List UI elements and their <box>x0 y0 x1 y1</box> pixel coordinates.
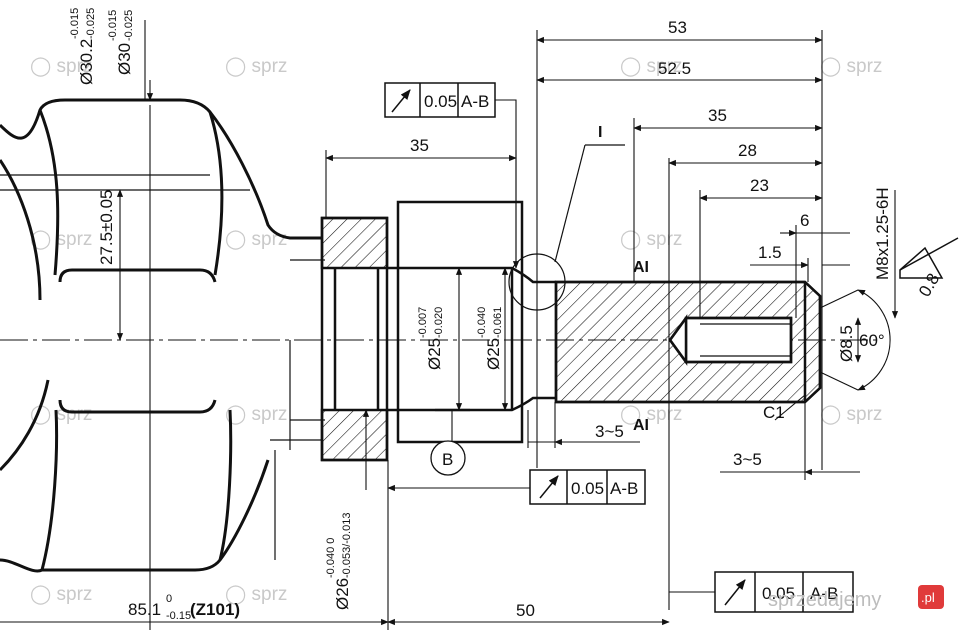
tol-value-middle: 0.05 <box>571 479 604 498</box>
svg-text:Ø25: Ø25 <box>484 338 503 370</box>
svg-text:-0.015: -0.015 <box>107 10 119 41</box>
shaft-section <box>554 280 822 404</box>
svg-text:-0.020: -0.020 <box>433 307 445 338</box>
dim-35-mid: 35 <box>410 136 429 155</box>
thread-spec: M8x1.25-6H <box>873 187 892 280</box>
crank-inner-lines <box>0 174 325 560</box>
extension-lines <box>144 20 823 630</box>
svg-text:◯ sprz: ◯ sprz <box>225 56 287 77</box>
svg-text:Ø26: Ø26 <box>333 578 352 610</box>
dim-53: 53 <box>668 18 687 37</box>
dimension-lines <box>0 36 860 626</box>
svg-text:Ø8.5: Ø8.5 <box>837 325 856 362</box>
svg-text:(Z101): (Z101) <box>190 600 240 619</box>
crank-web <box>0 98 322 573</box>
svg-text:◯ sprz: ◯ sprz <box>225 229 287 250</box>
tolerance-frame-top: 0.05 A-B <box>384 82 520 269</box>
svg-text:.pl: .pl <box>921 590 935 605</box>
dia-25-a: Ø25 -0.007 -0.020 <box>417 307 445 370</box>
svg-text:27.5±0.05: 27.5±0.05 <box>97 189 116 265</box>
svg-text:Ø25: Ø25 <box>425 338 444 370</box>
dim-35-right: 35 <box>708 106 727 125</box>
watermark-brand: sprzedajemy .pl <box>768 585 944 611</box>
tolerance-frame-bottom: 0.05 A-B <box>669 571 854 613</box>
chamfer-label: C1 <box>763 403 785 422</box>
main-journal <box>387 200 556 444</box>
dim-6: 6 <box>800 211 809 230</box>
dim-50: 50 <box>516 601 535 620</box>
svg-text:-0.007: -0.007 <box>417 307 429 338</box>
section-mark-bottom: AI <box>633 417 649 434</box>
svg-text:-0.061: -0.061 <box>492 307 504 338</box>
tol-value-top: 0.05 <box>424 92 457 111</box>
svg-text:-0.15: -0.15 <box>166 610 191 622</box>
svg-text:◯ sprz: ◯ sprz <box>30 404 92 425</box>
angle-label: 60° <box>859 331 885 350</box>
dia-8-5: Ø8.5 <box>837 325 856 362</box>
svg-text:◯ sprz: ◯ sprz <box>225 404 287 425</box>
dia-25-b: Ø25 -0.040 -0.061 <box>476 307 504 370</box>
section-mark-top: AI <box>633 259 649 276</box>
svg-text:0: 0 <box>166 593 172 605</box>
svg-text:◯ sprz: ◯ sprz <box>820 56 882 77</box>
svg-text:85.1: 85.1 <box>128 600 161 619</box>
dim-28: 28 <box>738 141 757 160</box>
svg-text:◯ sprz: ◯ sprz <box>30 56 92 77</box>
svg-text:-0.040: -0.040 <box>476 307 488 338</box>
diameter-lines <box>116 80 899 490</box>
tol-datum-bottom: A-B <box>810 584 838 603</box>
dia-30: Ø30 -0.015 -0.025 <box>107 10 135 75</box>
datum-b-circle <box>430 440 466 476</box>
svg-text:Ø30: Ø30 <box>115 43 134 75</box>
total-length: 85.1 0 -0.15 (Z101) <box>128 593 240 622</box>
svg-text:-0.040 0: -0.040 0 <box>325 538 337 578</box>
dim-23: 23 <box>750 176 769 195</box>
dia-26: Ø26 -0.040 0 -0.053/-0.013 <box>325 513 353 610</box>
svg-text:◯ sprz: ◯ sprz <box>30 584 92 605</box>
svg-text:-0.025: -0.025 <box>123 10 135 41</box>
detail-label: I <box>598 124 602 141</box>
tol-datum-top: A-B <box>461 92 489 111</box>
svg-text:◯ sprz: ◯ sprz <box>620 56 682 77</box>
tol-datum-middle: A-B <box>610 479 638 498</box>
datum-b-label: B <box>442 450 453 469</box>
dim-3to5-b: 3~5 <box>733 450 762 469</box>
roughness-value: 0.8 <box>915 270 943 300</box>
svg-text:◯ sprz: ◯ sprz <box>30 229 92 250</box>
svg-text:-0.015: -0.015 <box>69 8 81 39</box>
svg-text:◯ sprz: ◯ sprz <box>820 404 882 425</box>
dim-1-5: 1.5 <box>758 243 782 262</box>
svg-text:Ø30.2: Ø30.2 <box>77 39 96 85</box>
svg-text:-0.025: -0.025 <box>85 8 97 39</box>
dim-3to5-a: 3~5 <box>595 422 624 441</box>
watermark-layer: ◯ sprz ◯ sprz ◯ sprz ◯ sprz ◯ sprz ◯ spr… <box>30 56 882 605</box>
tolerance-frame-middle: 0.05 A-B <box>529 469 646 505</box>
tol-value-bottom: 0.05 <box>762 584 795 603</box>
svg-text:◯ sprz: ◯ sprz <box>620 404 682 425</box>
roughness-symbol <box>899 237 959 279</box>
dim-27-5: 27.5±0.05 <box>97 189 116 265</box>
svg-text:sprzedajemy: sprzedajemy <box>768 589 881 611</box>
svg-text:-0.053/-0.013: -0.053/-0.013 <box>341 513 353 578</box>
svg-text:◯ sprz: ◯ sprz <box>620 229 682 250</box>
svg-text:◯ sprz: ◯ sprz <box>225 584 287 605</box>
dim-52-5: 52.5 <box>658 59 691 78</box>
dia-30-2: Ø30.2 -0.015 -0.025 <box>69 8 97 85</box>
svg-text:M8x1.25-6H: M8x1.25-6H <box>873 187 892 280</box>
bearing <box>320 216 389 462</box>
